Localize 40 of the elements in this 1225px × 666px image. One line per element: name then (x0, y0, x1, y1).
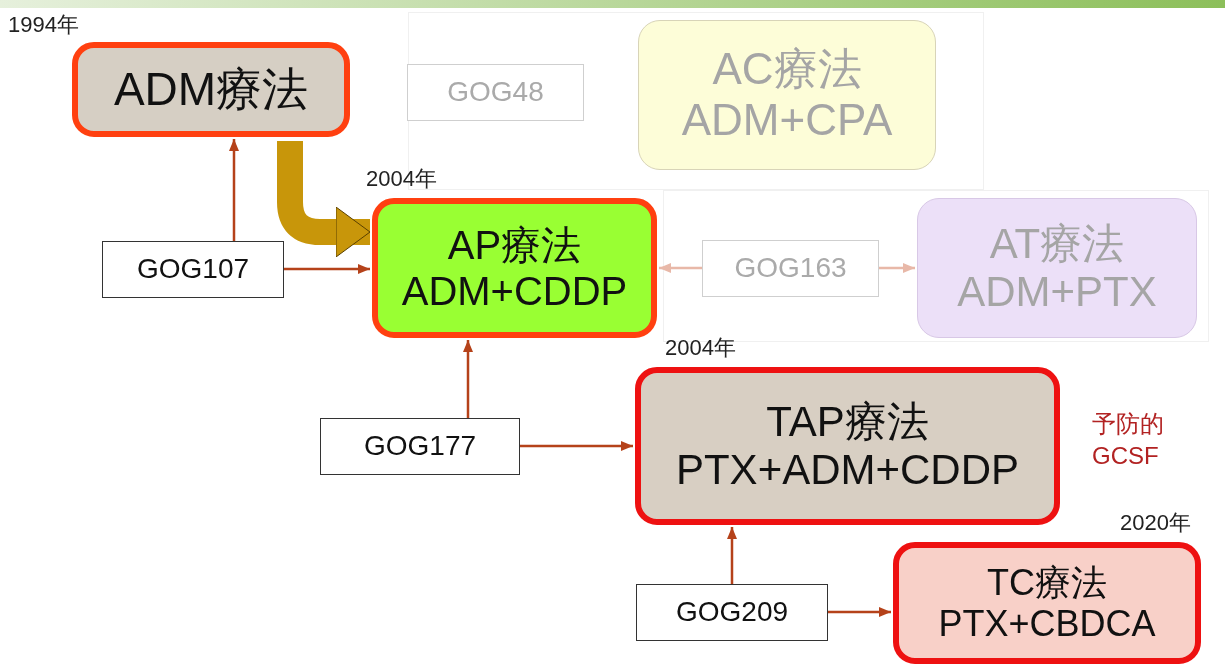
drug-combination: PTX+CBDCA (938, 603, 1156, 645)
regimen-box (372, 198, 657, 338)
trial-box (407, 64, 584, 121)
regimen-name: AC療法 (712, 44, 862, 95)
year-label: 2004年 (665, 334, 736, 362)
regimen-name: TAP療法 (766, 397, 929, 446)
arrow (879, 263, 915, 273)
trial-box (702, 240, 879, 297)
drug-combination: ADM+CDDP (401, 268, 628, 314)
regimen-name: ADM療法 (113, 63, 309, 116)
year-label: 2004年 (366, 165, 437, 193)
year-label: 2020年 (1120, 509, 1191, 537)
arrow (727, 527, 737, 584)
year-label: 1994年 (8, 11, 79, 39)
regimen-box (917, 198, 1197, 338)
arrow (659, 263, 702, 273)
drug-combination: PTX+ADM+CDDP (675, 446, 1020, 495)
regimen-box (72, 42, 350, 137)
arrow (828, 607, 891, 617)
trial-box (636, 584, 828, 641)
trial-name: GOG209 (675, 596, 789, 629)
regimen-name: AT療法 (989, 219, 1125, 268)
regimen-box (638, 20, 936, 170)
drug-combination: ADM+PTX (957, 268, 1157, 317)
arrow (463, 340, 473, 418)
trial-box (320, 418, 520, 475)
side-note: 予防的 GCSF (1092, 409, 1165, 472)
trial-name: GOG48 (447, 76, 544, 109)
trial-name: GOG163 (734, 252, 847, 285)
regimen-box (893, 542, 1201, 664)
regimen-name: TC療法 (987, 561, 1107, 603)
trial-name: GOG177 (363, 430, 477, 463)
trial-name: GOG107 (136, 253, 250, 286)
arrow (229, 139, 239, 241)
regimen-box (635, 367, 1060, 525)
drug-combination: ADM+CPA (681, 95, 893, 146)
arrow (520, 441, 633, 451)
trial-box (102, 241, 284, 298)
arrow (284, 264, 370, 274)
regimen-name: AP療法 (447, 222, 582, 268)
